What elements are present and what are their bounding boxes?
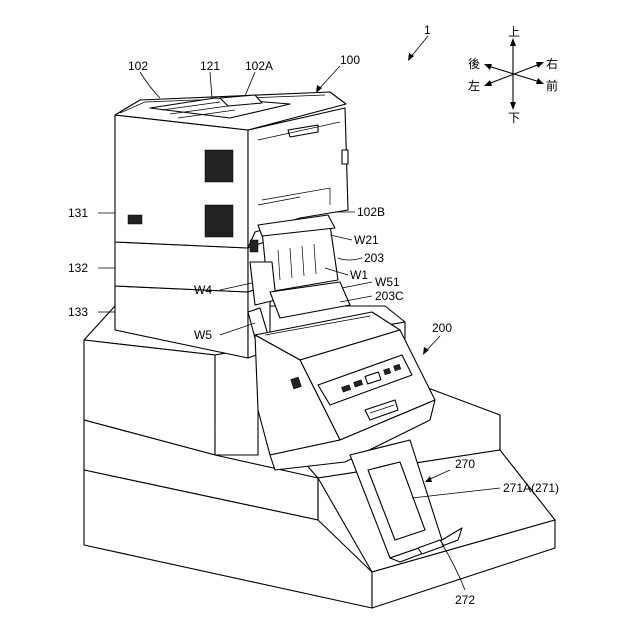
compass-down: 下: [508, 111, 520, 125]
compass-left: 左: [468, 78, 480, 93]
label-200: 200: [432, 321, 452, 335]
label-102: 102: [128, 59, 148, 73]
label-W4: W4: [194, 283, 212, 297]
direction-compass: 上 下 後 左 右 前: [468, 25, 558, 125]
label-W5: W5: [194, 328, 212, 342]
label-102A: 102A: [245, 59, 273, 73]
label-133: 133: [68, 305, 88, 319]
label-1: 1: [424, 23, 431, 37]
label-W21: W21: [354, 233, 379, 247]
label-100: 100: [340, 53, 360, 67]
label-270: 270: [455, 457, 475, 471]
label-121: 121: [200, 59, 220, 73]
label-102B: 102B: [357, 205, 385, 219]
vent-grill-upper: [205, 150, 233, 182]
label-272: 272: [455, 593, 475, 607]
compass-right: 右: [546, 56, 558, 71]
side-slot: [128, 215, 142, 224]
label-203C: 203C: [375, 289, 404, 303]
label-203: 203: [364, 251, 384, 265]
compass-back: 後: [468, 57, 480, 71]
vent-grill-lower: [205, 205, 233, 237]
compass-front: 前: [546, 78, 558, 93]
label-132: 132: [68, 261, 88, 275]
cassette-132: [115, 242, 248, 292]
label-W1: W1: [350, 268, 368, 282]
compass-up: 上: [508, 25, 520, 39]
label-131: 131: [68, 206, 88, 220]
label-W51: W51: [375, 275, 400, 289]
label-271A: 271A(271): [503, 481, 559, 495]
